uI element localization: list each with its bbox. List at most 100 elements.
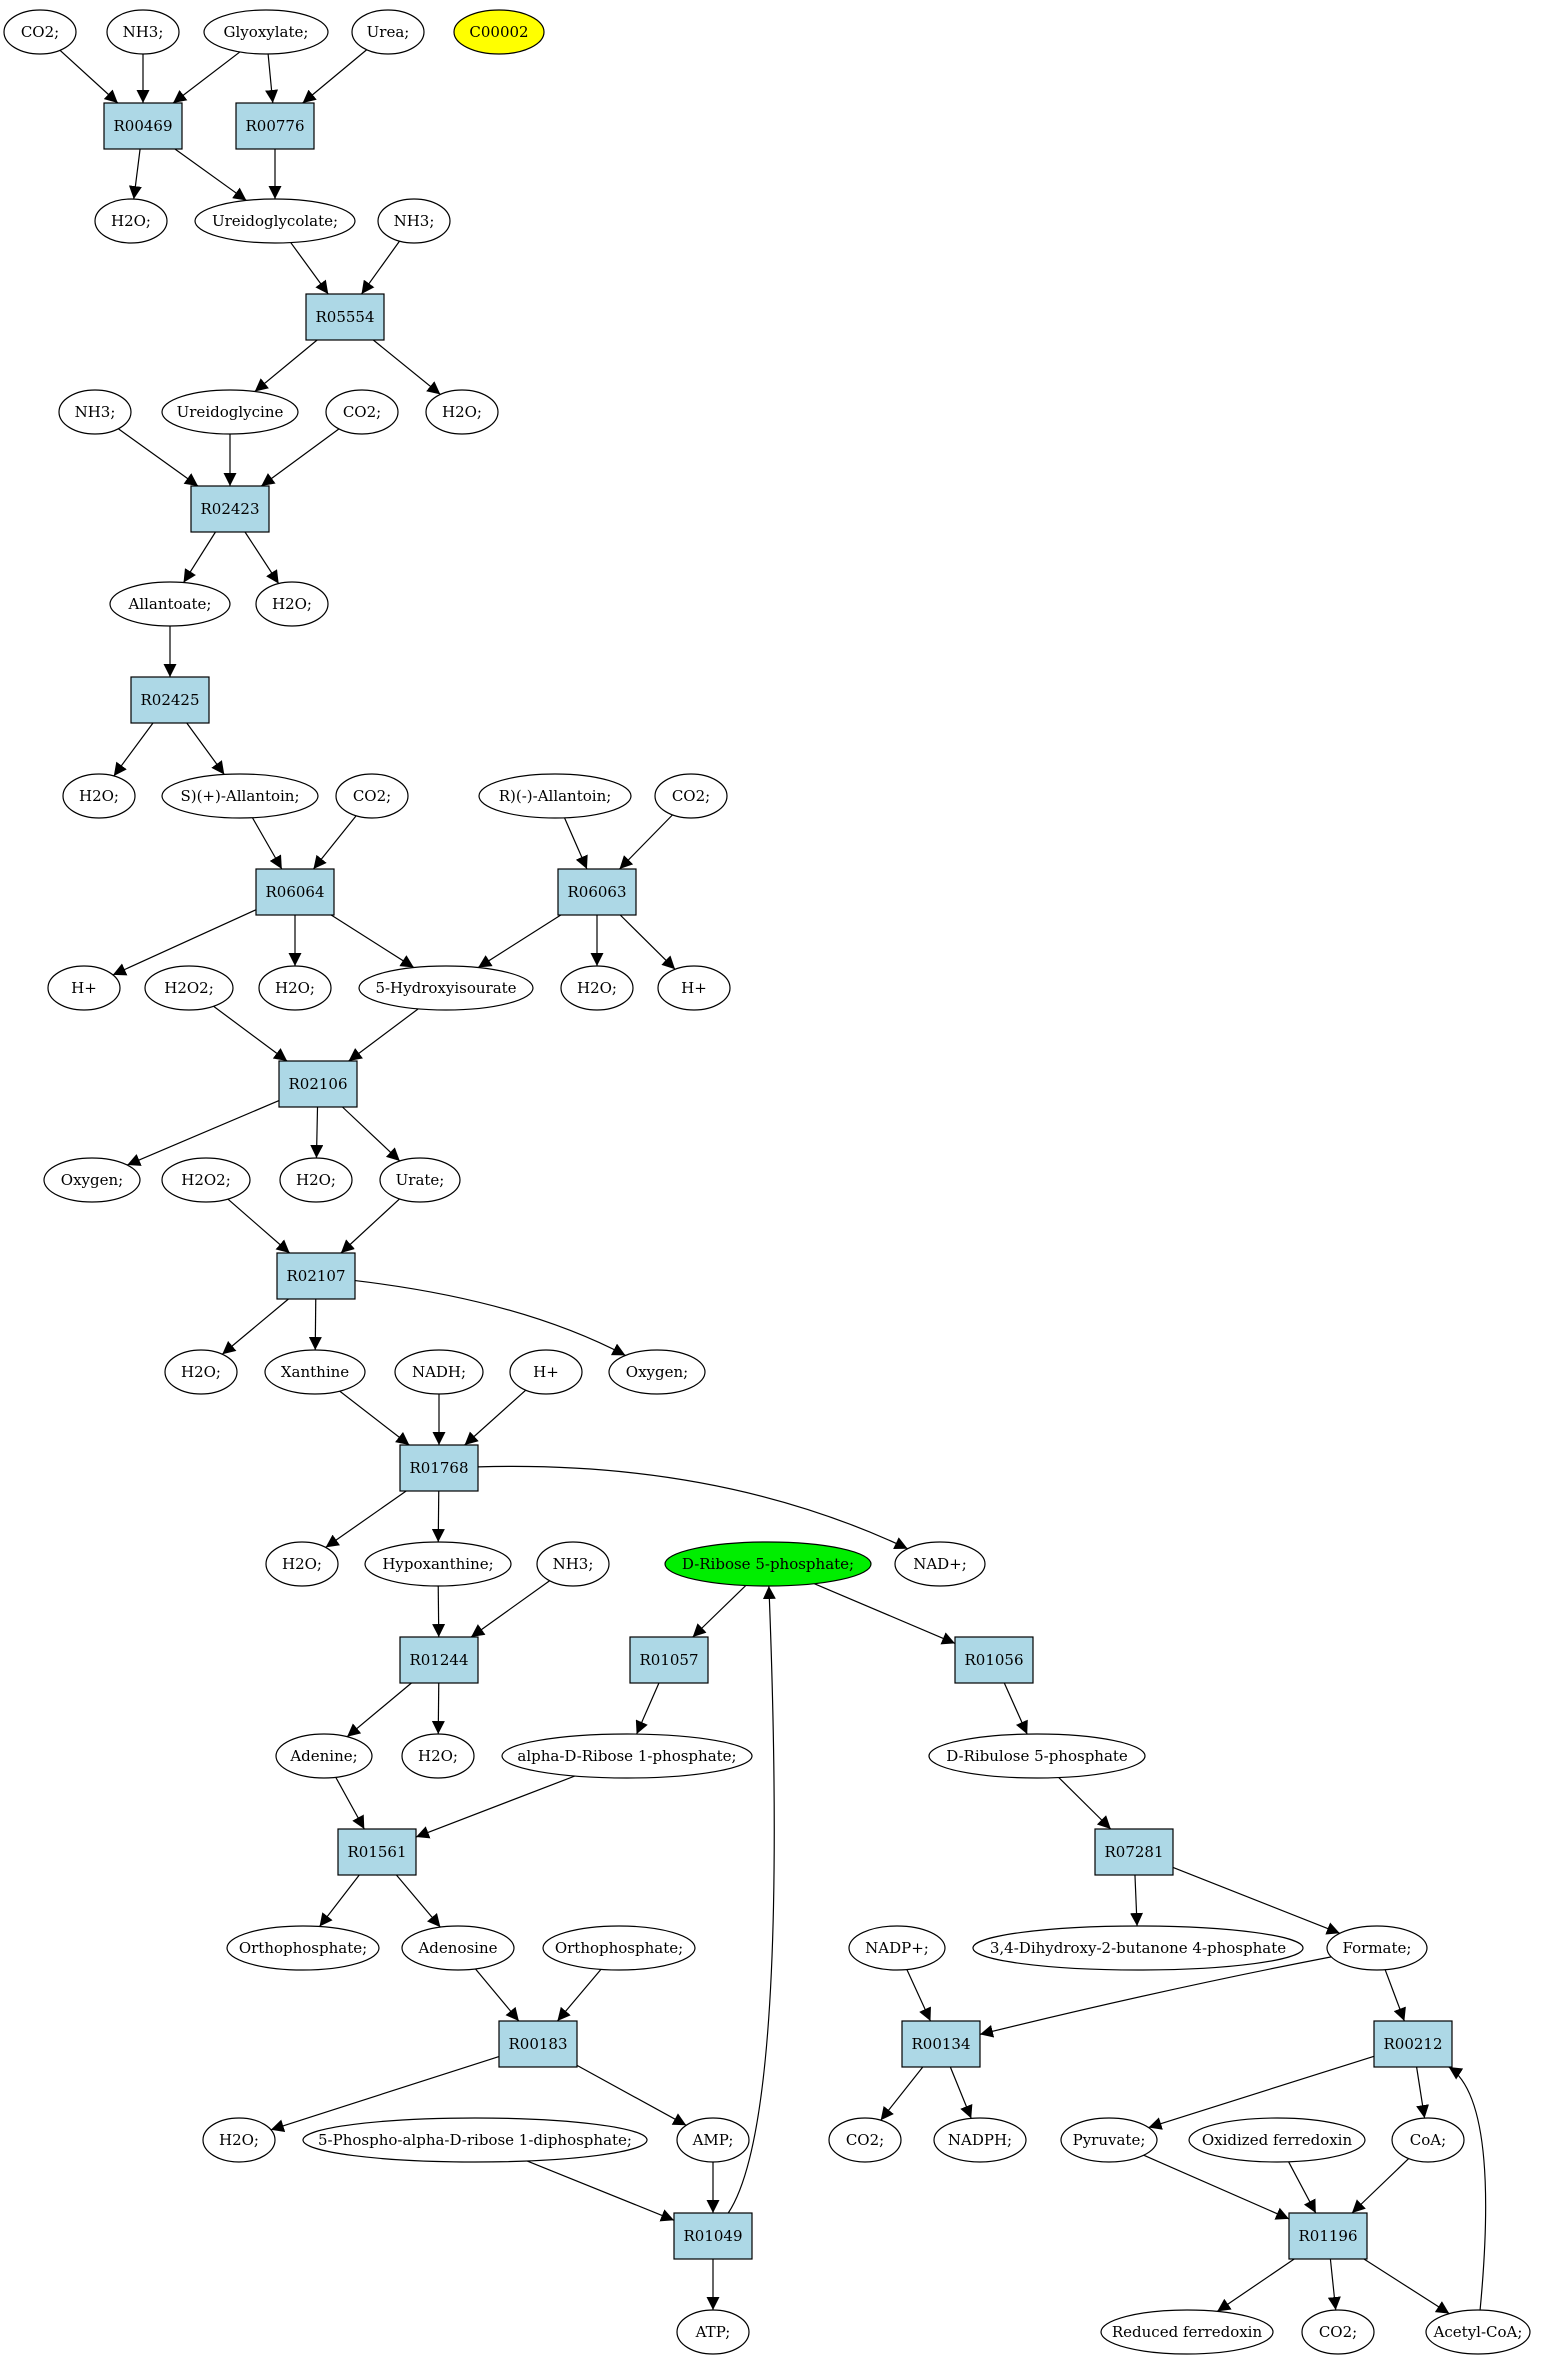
reaction-node-r_r00212: R00212	[1373, 2020, 1453, 2068]
reaction-box	[130, 676, 210, 724]
compound-ellipse	[279, 1157, 353, 1203]
node-label: alpha-D-Ribose 1-phosphate;	[517, 1747, 736, 1765]
compound-ellipse	[453, 9, 545, 55]
compound-ellipse	[264, 1349, 366, 1395]
compound-node-c_adenine: Adenine;	[275, 1733, 373, 1779]
reaction-box	[557, 868, 637, 916]
edge-c_ribulose5p-to-r_r07281	[1058, 1777, 1112, 1830]
compound-ellipse	[560, 965, 634, 1011]
edge-c_nh3_2-to-r_r05554	[361, 240, 401, 295]
compound-ellipse	[351, 9, 425, 55]
compound-node-c_co2_3: CO2;	[335, 773, 409, 819]
reaction-box	[399, 1444, 479, 1492]
node-label: Urea;	[367, 23, 410, 41]
node-label: CO2;	[672, 787, 710, 805]
edge-r_r05554-to-c_h2o_2	[372, 339, 441, 395]
compound-node-c_hplus_1: H+	[47, 965, 121, 1011]
edge-c_formate-to-r_r00212	[1384, 1969, 1406, 2022]
node-label: Oxidized ferredoxin	[1202, 2131, 1353, 2149]
reaction-node-r_r01057: R01057	[629, 1636, 709, 1684]
compound-ellipse	[106, 9, 180, 55]
node-label: NH3;	[123, 23, 164, 41]
compound-ellipse	[1188, 2117, 1366, 2163]
reaction-box	[1373, 2020, 1453, 2068]
node-label: R07281	[1104, 1843, 1163, 1861]
compound-ellipse	[47, 965, 121, 1011]
node-label: H2O2;	[181, 1171, 231, 1189]
compound-node-c_s_allantoin: S)(+)-Allantoin;	[161, 773, 319, 819]
node-label: C00002	[469, 23, 528, 41]
compound-ellipse	[255, 581, 329, 627]
edge-c_hplus_3-to-r_r01768	[464, 1389, 527, 1446]
compound-ellipse	[58, 389, 132, 435]
node-label: NAD+;	[913, 1555, 967, 1573]
compound-node-c_orthophosphate_2: Orthophosphate;	[542, 1925, 696, 1971]
compound-ellipse	[265, 1541, 339, 1587]
edge-c_co2_2-to-r_r02423	[260, 428, 340, 487]
edge-c_urea-to-r_r00776	[302, 49, 368, 104]
reaction-box	[629, 1636, 709, 1684]
edge-layer	[59, 49, 1487, 2315]
node-label: Formate;	[1343, 1939, 1412, 1957]
reaction-box	[235, 102, 315, 150]
node-label: Ureidoglycine	[177, 403, 284, 421]
edge-c_hydroxyisourate-to-r_r02106	[348, 1008, 419, 1062]
node-label: D-Ribose 5-phosphate;	[682, 1555, 854, 1573]
node-label: H2O;	[577, 979, 617, 997]
edge-r_r00212-to-c_coa	[1415, 2066, 1429, 2119]
edge-c_ribose5p-to-r_r01056	[814, 1583, 956, 1645]
compound-node-c_nh3_2: NH3;	[377, 198, 451, 244]
compound-node-c_ureidoglycine: Ureidoglycine	[161, 389, 299, 435]
compound-node-c_orthophosphate_1: Orthophosphate;	[226, 1925, 380, 1971]
reaction-box	[954, 1636, 1034, 1684]
compound-ellipse	[657, 965, 731, 1011]
node-label: R06063	[567, 883, 626, 901]
compound-node-c_hplus_2: H+	[657, 965, 731, 1011]
edge-c_nh3_3-to-r_r02423	[117, 428, 199, 487]
compound-ellipse	[654, 773, 728, 819]
edge-c_hypoxanthine-to-r_r01244	[432, 1585, 446, 1638]
reaction-box	[278, 1060, 358, 1108]
node-label: R02425	[140, 691, 199, 709]
edge-r_r05554-to-c_ureidoglycine	[254, 339, 318, 392]
compound-ellipse	[161, 773, 319, 819]
compound-ellipse	[394, 1349, 484, 1395]
node-label: NH3;	[553, 1555, 594, 1573]
node-label: CO2;	[21, 23, 59, 41]
edge-r_r07281-to-c_dihydroxybutanone	[1130, 1874, 1144, 1927]
node-label: NADP+;	[865, 1939, 929, 1957]
compound-ellipse	[542, 1925, 696, 1971]
compound-ellipse	[275, 1733, 373, 1779]
compound-node-c_co2_6: CO2;	[1301, 2309, 1375, 2355]
edge-r_r01196-to-c_acetylcoa	[1363, 2258, 1450, 2315]
reaction-node-r_r02107: R02107	[276, 1252, 356, 1300]
edge-r_r02423-to-c_allantoate	[183, 531, 216, 583]
reaction-box	[1288, 2212, 1368, 2260]
compound-node-c_xanthine: Xanthine	[264, 1349, 366, 1395]
compound-node-c_red_ferredoxin: Reduced ferredoxin	[1100, 2309, 1274, 2355]
node-label: Orthophosphate;	[555, 1939, 683, 1957]
edge-r_r02107-to-c_h2o_8	[221, 1298, 289, 1355]
edge-r_r02107-to-c_xanthine	[308, 1298, 322, 1351]
node-label: H2O;	[442, 403, 482, 421]
edge-r_r02106-to-c_oxygen_1	[126, 1100, 280, 1166]
compound-node-c_hplus_3: H+	[509, 1349, 583, 1395]
node-label: H2O;	[418, 1747, 458, 1765]
edge-r_r00212-to-c_pyruvate	[1148, 2055, 1375, 2130]
edge-r_r06064-to-c_hydroxyisourate	[330, 914, 415, 969]
node-label: H2O;	[272, 595, 312, 613]
node-label: H2O;	[282, 1555, 322, 1573]
compound-node-c_co2_1: CO2;	[3, 9, 77, 55]
compound-ellipse	[377, 198, 451, 244]
node-label: Urate;	[396, 1171, 445, 1189]
node-label: R)(-)-Allantoin;	[499, 787, 612, 805]
compound-ellipse	[258, 965, 332, 1011]
compound-ellipse	[94, 198, 168, 244]
node-label: R00212	[1383, 2035, 1442, 2053]
compound-ellipse	[894, 1541, 986, 1587]
edge-c_co2_1-to-r_r00469	[59, 49, 119, 104]
reaction-box	[901, 2020, 981, 2068]
compound-node-c_h2o_2: H2O;	[425, 389, 499, 435]
reaction-node-r_r02423: R02423	[190, 485, 270, 533]
